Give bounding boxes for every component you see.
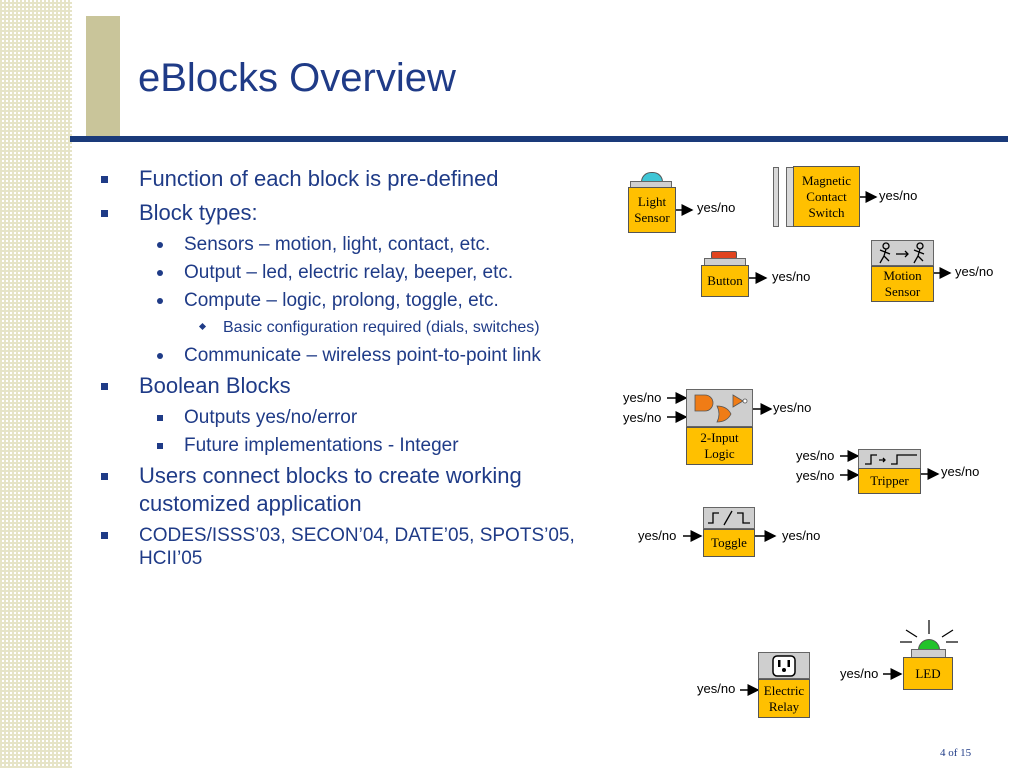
checker-pattern (0, 0, 72, 768)
sub-bullet-item: Sensors – motion, light, contact, etc. (100, 233, 595, 256)
square-bullet-icon (157, 443, 163, 449)
sub-bullet-item: Compute – logic, prolong, toggle, etc. (100, 289, 595, 312)
square-bullet-icon (101, 383, 108, 390)
bullet-text: Function of each block is pre-defined (139, 166, 499, 191)
power-outlet-icon (772, 654, 796, 677)
bullet-item: CODES/ISSS’03, SECON’04, DATE’05, SPOTS’… (100, 524, 595, 570)
motion-sensor-block: Motion Sensor (871, 266, 934, 302)
bullet-text: Basic configuration required (dials, swi… (223, 319, 540, 336)
sub-bullet-item: Future implementations - Integer (100, 434, 595, 457)
tripper-panel (858, 449, 921, 469)
bullet-text: Block types: (139, 200, 258, 225)
bullet-text: Users connect blocks to create working c… (139, 463, 522, 516)
bullet-list: Function of each block is pre-defined Bl… (100, 165, 595, 576)
signal-label: yes/no (773, 400, 812, 415)
bullet-text: Communicate – wireless point-to-point li… (184, 345, 541, 366)
signal-label: yes/no (840, 666, 879, 681)
light-sensor-block: Light Sensor (628, 187, 676, 233)
signal-label: yes/no (782, 528, 821, 543)
bullet-item: Function of each block is pre-defined (100, 165, 595, 193)
dot-bullet-icon (157, 298, 163, 304)
signal-label: yes/no (638, 528, 677, 543)
olive-accent-bar (86, 16, 120, 138)
relay-panel (758, 652, 810, 679)
dot-bullet-icon (157, 270, 163, 276)
magnet-plate-icon (773, 167, 779, 227)
toggle-block: Toggle (703, 529, 755, 557)
sub-bullet-item: Outputs yes/no/error (100, 406, 595, 429)
tripper-block: Tripper (858, 468, 921, 494)
signal-label: yes/no (879, 188, 918, 203)
bullet-text: Future implementations - Integer (184, 435, 459, 456)
signal-label: yes/no (941, 464, 980, 479)
bullet-item: Block types: (100, 199, 595, 227)
motion-panel (871, 240, 934, 266)
bullet-text: Compute – logic, prolong, toggle, etc. (184, 290, 499, 311)
diamond-bullet-icon (198, 322, 207, 331)
magnetic-switch-block: Magnetic Contact Switch (793, 166, 860, 227)
signal-label: yes/no (772, 269, 811, 284)
signal-label: yes/no (796, 448, 835, 463)
bullet-text: Boolean Blocks (139, 373, 291, 398)
square-bullet-icon (101, 532, 108, 539)
square-bullet-icon (101, 176, 108, 183)
page-number: 4 of 15 (940, 747, 972, 759)
signal-label: yes/no (955, 264, 994, 279)
square-bullet-icon (157, 415, 163, 421)
logic-gates-icon (694, 394, 748, 423)
title-rule (70, 136, 1008, 142)
bullet-text: CODES/ISSS’03, SECON’04, DATE’05, SPOTS’… (139, 525, 575, 569)
bullet-item: Users connect blocks to create working c… (100, 462, 595, 518)
relay-block: Electric Relay (758, 679, 810, 718)
led-block: LED (903, 657, 953, 690)
sub-sub-bullet-item: Basic configuration required (dials, swi… (100, 317, 595, 338)
bullet-text: Outputs yes/no/error (184, 407, 358, 428)
dot-bullet-icon (157, 353, 163, 359)
square-bullet-icon (101, 473, 108, 480)
square-bullet-icon (101, 210, 108, 217)
sub-bullet-item: Communicate – wireless point-to-point li… (100, 344, 595, 367)
bullet-text: Sensors – motion, light, contact, etc. (184, 234, 491, 255)
signal-label: yes/no (697, 200, 736, 215)
logic-block: 2-Input Logic (686, 427, 753, 465)
button-block: Button (701, 265, 749, 297)
sub-bullet-item: Output – led, electric relay, beeper, et… (100, 261, 595, 284)
toggle-panel (703, 507, 755, 529)
pulse-wave-icon (865, 454, 917, 465)
bullet-item: Boolean Blocks (100, 372, 595, 400)
toggle-wave-icon (708, 510, 750, 526)
logic-panel (686, 389, 753, 427)
dot-bullet-icon (157, 242, 163, 248)
running-figure-icon (879, 242, 925, 264)
signal-label: yes/no (623, 410, 662, 425)
slide-title: eBlocks Overview (138, 56, 456, 100)
bullet-text: Output – led, electric relay, beeper, et… (184, 262, 514, 283)
signal-label: yes/no (623, 390, 662, 405)
signal-label: yes/no (697, 681, 736, 696)
signal-label: yes/no (796, 468, 835, 483)
